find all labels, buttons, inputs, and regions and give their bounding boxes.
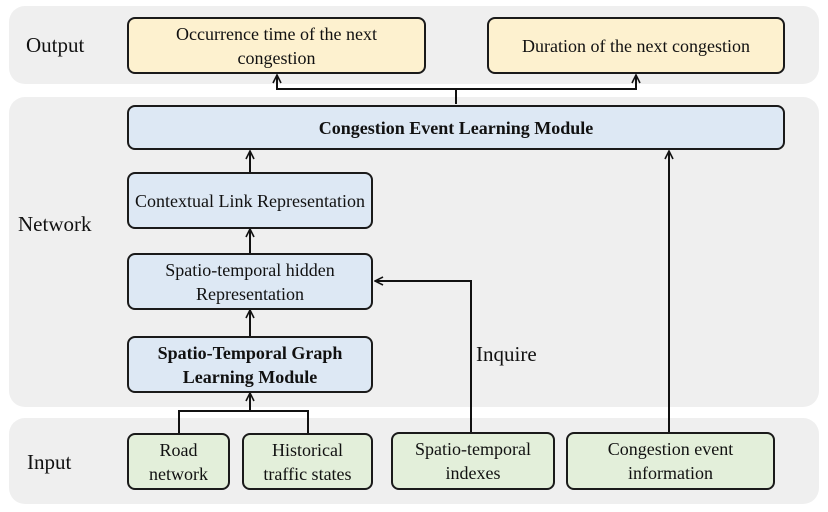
arrow-to-occurrence bbox=[277, 75, 457, 104]
duration-box: Duration of the next congestion bbox=[487, 17, 785, 74]
spatio-temporal-indexes-text: Spatio-temporal indexes bbox=[415, 439, 531, 483]
occurrence-time-text: Occurrence time of the next congestion bbox=[176, 23, 377, 68]
historical-states-text: Historical traffic states bbox=[263, 439, 352, 484]
hidden-representation-box: Spatio-temporal hidden Representation bbox=[127, 253, 373, 310]
input-label: Input bbox=[27, 450, 72, 474]
hidden-representation-text: Spatio-temporal hidden Representation bbox=[165, 259, 335, 304]
network-label: Network bbox=[18, 212, 92, 236]
congestion-event-module-text: Congestion Event Learning Module bbox=[318, 117, 594, 138]
contextual-link-text: Contextual Link Representation bbox=[135, 190, 365, 211]
arrow-to-duration bbox=[456, 75, 636, 90]
contextual-link-box: Contextual Link Representation bbox=[127, 172, 373, 229]
occurrence-time-box: Occurrence time of the next congestion bbox=[127, 17, 426, 74]
road-network-box: Road network bbox=[127, 433, 230, 490]
duration-text: Duration of the next congestion bbox=[522, 35, 750, 56]
graph-learning-module-text: Spatio-Temporal Graph Learning Module bbox=[157, 342, 343, 387]
congestion-event-info-text: Congestion event information bbox=[607, 439, 734, 483]
congestion-event-info-box: Congestion event information bbox=[566, 432, 775, 490]
road-network-text: Road network bbox=[149, 439, 208, 484]
congestion-event-module-box: Congestion Event Learning Module bbox=[127, 105, 785, 150]
inquire-label: Inquire bbox=[476, 342, 537, 366]
historical-states-box: Historical traffic states bbox=[242, 433, 373, 490]
output-label: Output bbox=[26, 33, 85, 57]
spatio-temporal-indexes-box: Spatio-temporal indexes bbox=[391, 432, 555, 490]
arrow-inputs-to-graph bbox=[178, 393, 309, 433]
arrow-indexes-to-hidden bbox=[375, 281, 472, 432]
graph-learning-module-box: Spatio-Temporal Graph Learning Module bbox=[127, 336, 373, 393]
